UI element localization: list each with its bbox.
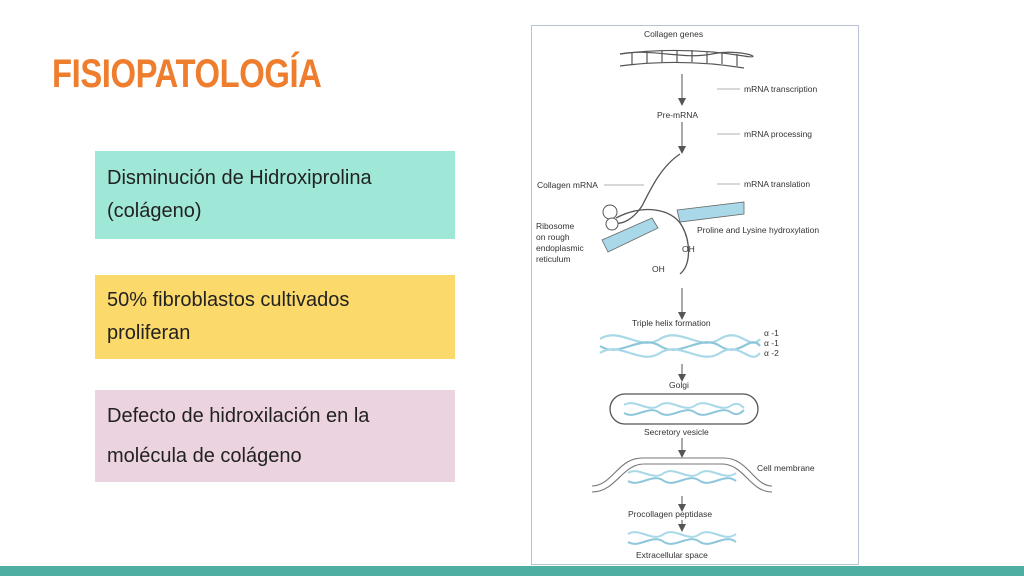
dna-ribbon <box>619 49 754 69</box>
label-collagen-mrna: Collagen mRNA <box>537 180 598 190</box>
card-fibroblasts-line2: proliferan <box>107 322 191 344</box>
collagen-fibril <box>627 531 737 545</box>
vesicle-helix <box>623 402 745 416</box>
label-ribosome-3: endoplasmic <box>536 243 584 253</box>
label-alpha-1a: α -1 <box>764 328 779 338</box>
label-hydroxylation: Proline and Lysine hydroxylation <box>697 225 819 235</box>
card-hydroxylation-defect: Defecto de hidroxilación en la molécula … <box>95 390 455 482</box>
ribosome-small <box>605 217 619 231</box>
membrane-helix <box>627 470 737 484</box>
label-golgi: Golgi <box>669 380 689 390</box>
label-oh-1: OH <box>682 244 695 254</box>
label-collagen-genes: Collagen genes <box>644 29 703 39</box>
card-hydroxyproline-line2: (colágeno) <box>107 200 202 222</box>
card-hydroxylation-defect-line1: Defecto de hidroxilación en la <box>107 405 370 427</box>
cell-membrane <box>591 457 773 493</box>
bottom-accent-bar <box>0 566 1024 576</box>
label-alpha-2: α -2 <box>764 348 779 358</box>
label-procollagen-peptidase: Procollagen peptidase <box>628 509 712 519</box>
er-membrane <box>601 201 745 253</box>
ribosome-large <box>602 204 618 220</box>
label-alpha-1b: α -1 <box>764 338 779 348</box>
polypeptide-chain <box>615 208 690 275</box>
collagen-synthesis-diagram: Collagen genes mRNA transcription Pre-mR… <box>531 25 859 565</box>
label-pre-mrna: Pre-mRNA <box>657 110 698 120</box>
card-hydroxyproline-line1: Disminución de Hidroxiprolina <box>107 167 372 189</box>
diagram-svg: Collagen genes mRNA transcription Pre-mR… <box>536 29 819 560</box>
label-mrna-translation: mRNA translation <box>744 179 810 189</box>
card-hydroxyproline: Disminución de Hidroxiprolina (colágeno) <box>95 151 455 239</box>
card-fibroblasts: 50% fibroblastos cultivados proliferan <box>95 275 455 359</box>
label-extracellular-space: Extracellular space <box>636 550 708 560</box>
secretory-vesicle <box>609 393 759 425</box>
label-ribosome-2: on rough <box>536 232 570 242</box>
label-cell-membrane: Cell membrane <box>757 463 815 473</box>
label-triple-helix: Triple helix formation <box>632 318 711 328</box>
label-mrna-processing: mRNA processing <box>744 129 812 139</box>
triple-helix <box>599 334 761 358</box>
label-oh-2: OH <box>652 264 665 274</box>
card-hydroxylation-defect-line2: molécula de colágeno <box>107 445 302 467</box>
label-ribosome-4: reticulum <box>536 254 570 264</box>
label-secretory-vesicle: Secretory vesicle <box>644 427 709 437</box>
card-fibroblasts-line1: 50% fibroblastos cultivados <box>107 289 350 311</box>
label-ribosome-1: Ribosome <box>536 221 575 231</box>
label-mrna-transcription: mRNA transcription <box>744 84 817 94</box>
slide-title: FISIOPATOLOGÍA <box>52 52 322 96</box>
mrna-strand <box>609 153 681 224</box>
